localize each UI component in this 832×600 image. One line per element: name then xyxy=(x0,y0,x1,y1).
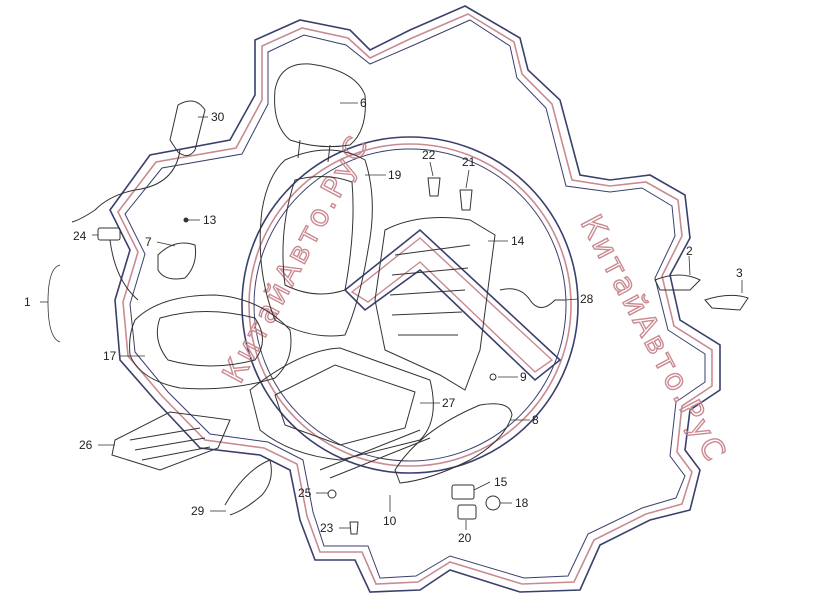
watermark-ring-outer xyxy=(241,136,579,474)
leader-lines xyxy=(40,102,743,530)
clip-23 xyxy=(349,521,359,535)
seat-frame xyxy=(249,347,434,461)
callout-19: 19 xyxy=(388,168,402,182)
harness-28 xyxy=(499,288,565,308)
frame-springs xyxy=(389,244,471,336)
callout-20: 20 xyxy=(458,531,472,545)
callout-21: 21 xyxy=(462,155,476,169)
watermark-arrow-inner xyxy=(350,237,554,373)
guide-22 xyxy=(427,177,441,197)
seat-frame-inner xyxy=(274,364,416,446)
callout-13: 13 xyxy=(203,213,217,227)
headrest-post-b xyxy=(327,144,331,163)
watermark-gear-inner xyxy=(117,13,713,585)
watermark-arrow xyxy=(343,228,562,382)
callout-9: 9 xyxy=(520,370,527,384)
callout-1: 1 xyxy=(24,295,31,309)
headrest xyxy=(274,63,366,148)
cap-3 xyxy=(704,294,749,311)
callout-8: 8 xyxy=(532,413,539,427)
callout-2: 2 xyxy=(686,244,693,258)
seat-mat-grid xyxy=(129,427,211,461)
bolt-13 xyxy=(183,217,189,223)
callout-15: 15 xyxy=(494,475,508,489)
callout-14: 14 xyxy=(511,234,525,248)
callout-29: 29 xyxy=(191,504,205,518)
callout-26: 26 xyxy=(79,438,93,452)
belt-buckle xyxy=(97,227,121,241)
callout-28: 28 xyxy=(580,292,594,306)
callout-18: 18 xyxy=(515,496,529,510)
seatback-cover xyxy=(259,149,373,337)
watermark-gear-outer xyxy=(109,5,721,593)
callout-22: 22 xyxy=(422,148,436,162)
watermark-ring-inner2 xyxy=(253,148,567,462)
callout-17: 17 xyxy=(103,349,117,363)
watermark-ring-inner xyxy=(248,143,572,467)
callout-7: 7 xyxy=(145,235,152,249)
callout-23: 23 xyxy=(320,521,334,535)
watermark-text-right: КитайАвто.РуС xyxy=(573,209,733,469)
callout-30: 30 xyxy=(211,110,225,124)
buckle-cable xyxy=(109,239,139,301)
seat-mat xyxy=(111,411,231,471)
callout-6: 6 xyxy=(360,96,367,110)
seat-cushion-inner xyxy=(156,311,263,367)
callout-3: 3 xyxy=(736,266,743,280)
watermark-gear-inner2 xyxy=(124,19,706,579)
seatback-frame xyxy=(374,217,496,391)
callout-labels: 1 2 3 6 7 8 9 10 13 14 15 17 18 19 20 21… xyxy=(24,96,743,545)
airbag-harness xyxy=(71,149,181,223)
callout-24: 24 xyxy=(73,229,87,243)
callout-25: 25 xyxy=(298,486,312,500)
guide-21 xyxy=(459,189,473,211)
parts xyxy=(71,63,749,535)
seat-track-b xyxy=(329,437,431,479)
trim-7 xyxy=(157,242,196,280)
clip-9 xyxy=(489,373,497,381)
pad-2 xyxy=(654,274,701,291)
knob-18 xyxy=(485,495,501,511)
harness-29 xyxy=(224,459,272,516)
seatback-panel xyxy=(282,176,354,295)
seat-track-a xyxy=(319,429,421,471)
clip-25 xyxy=(327,489,337,499)
callout-27: 27 xyxy=(442,396,456,410)
callout-10: 10 xyxy=(383,514,397,528)
switch-15 xyxy=(451,484,475,500)
side-airbag xyxy=(169,100,206,156)
watermark-text-top: КитайАвто.РуС xyxy=(216,129,376,389)
side-shield xyxy=(394,403,513,484)
watermark-gear xyxy=(109,5,721,593)
switch-20 xyxy=(457,504,477,520)
